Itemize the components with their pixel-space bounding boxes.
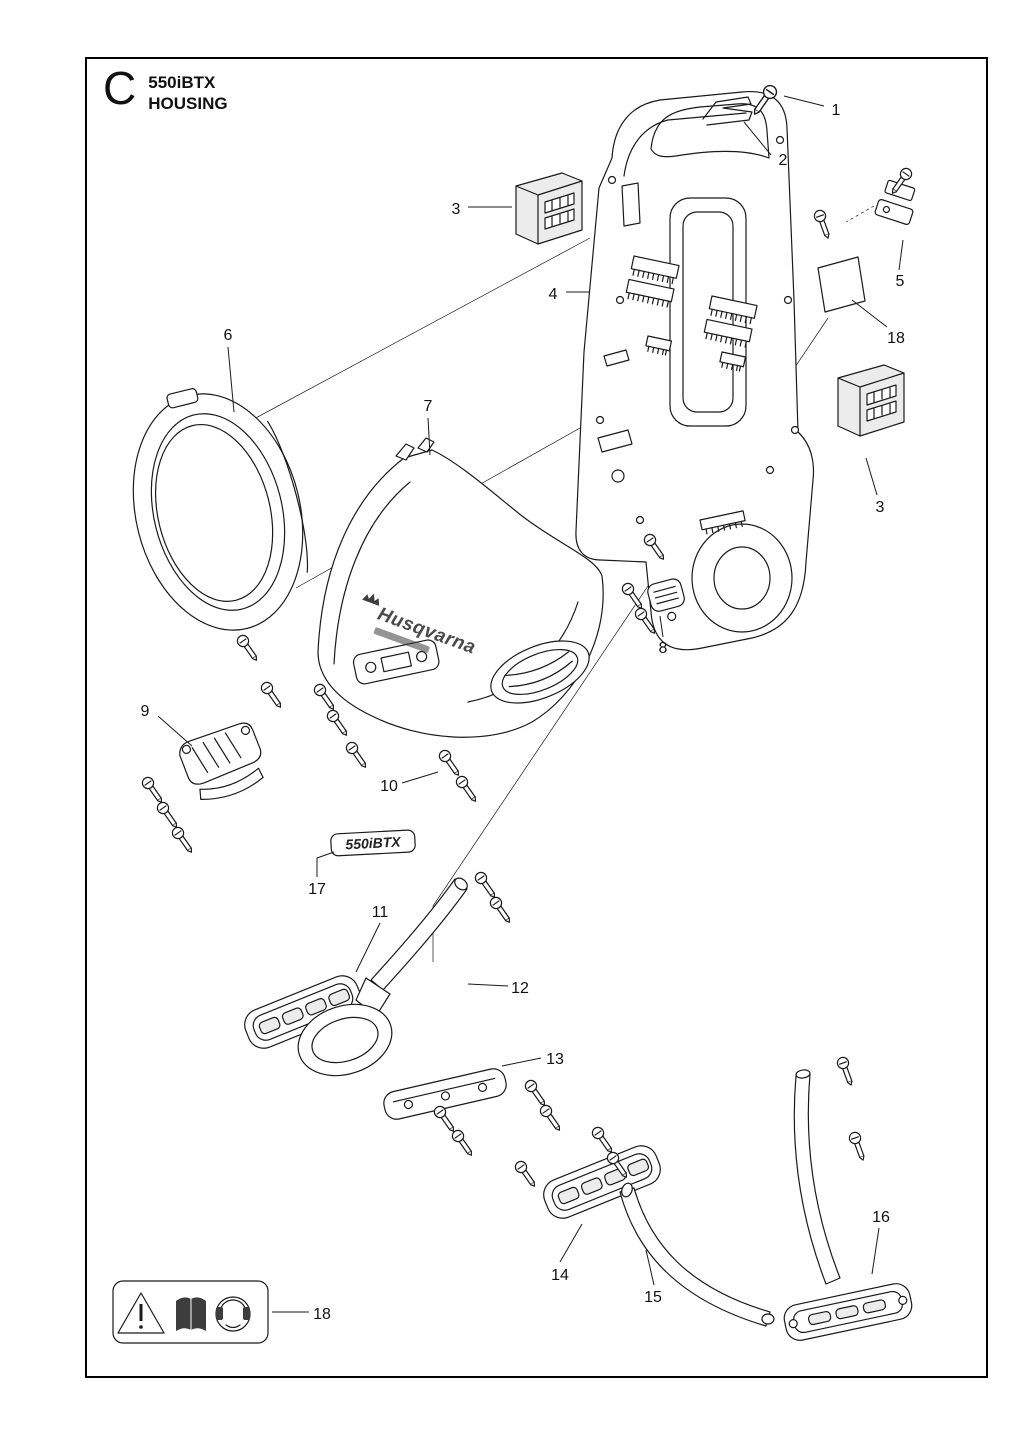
leader-18-top xyxy=(851,299,888,328)
leader-11 xyxy=(355,922,381,973)
screw xyxy=(589,1124,617,1157)
screw xyxy=(537,1102,565,1135)
screw xyxy=(343,739,371,772)
callout-15: 15 xyxy=(644,1289,662,1306)
callout-18-bottom: 18 xyxy=(313,1306,331,1323)
callout-3-right: 3 xyxy=(876,499,885,516)
callout-14: 14 xyxy=(551,1267,569,1284)
model-decal-part-17: 550iBTX xyxy=(330,829,416,857)
battery-part-right xyxy=(837,364,905,437)
callout-12: 12 xyxy=(511,980,529,997)
grommet-part-8 xyxy=(647,578,685,621)
diagram-border: C 550iBTX HOUSING xyxy=(85,57,988,1378)
housing-cover-part: Husqvarna xyxy=(317,437,604,738)
leader-15 xyxy=(645,1249,655,1286)
screw xyxy=(812,208,834,241)
callout-17: 17 xyxy=(308,881,326,898)
screw xyxy=(512,1158,540,1191)
screw xyxy=(847,1130,869,1163)
callout-18-top: 18 xyxy=(887,330,905,347)
frame-tube-part-16 xyxy=(783,1069,913,1341)
callout-numbers: 1 2 3 4 5 18 6 7 3 8 9 10 17 11 12 13 14… xyxy=(141,102,905,1323)
leader-1 xyxy=(783,95,825,107)
screw xyxy=(619,580,647,613)
screw xyxy=(436,747,464,780)
callout-7: 7 xyxy=(424,398,433,415)
bracket-part-13 xyxy=(383,1068,507,1120)
backpack-frame-part xyxy=(575,90,815,651)
handle-tube-part-12 xyxy=(297,877,468,1077)
leader-13 xyxy=(501,1057,542,1067)
page-title: HOUSING xyxy=(148,94,228,114)
callout-9: 9 xyxy=(141,703,150,720)
leader-17 xyxy=(316,851,335,877)
model-decal-text: 550iBTX xyxy=(345,833,403,852)
vent-cover-part-9 xyxy=(179,722,264,800)
screw xyxy=(487,894,515,927)
callout-16: 16 xyxy=(872,1209,890,1226)
leader-16 xyxy=(871,1227,880,1275)
callout-6: 6 xyxy=(224,327,233,344)
battery-part-left xyxy=(515,172,583,245)
title-block: 550iBTX HOUSING xyxy=(148,69,227,115)
leader-9 xyxy=(157,715,193,747)
callout-4: 4 xyxy=(549,286,558,303)
callout-1: 1 xyxy=(832,102,841,119)
foot-pad-part-11 xyxy=(244,975,362,1049)
screw xyxy=(472,869,500,902)
foot-pad-part-14 xyxy=(543,1145,661,1219)
callout-3-left: 3 xyxy=(452,201,461,218)
leader-5 xyxy=(898,239,904,271)
section-letter: C xyxy=(103,62,137,114)
leader-2 xyxy=(743,121,772,156)
air-intake-grille-part xyxy=(132,388,309,631)
screw xyxy=(258,679,286,712)
callout-10: 10 xyxy=(380,778,398,795)
screw xyxy=(449,1127,477,1160)
leader-12 xyxy=(467,983,509,987)
manual-book-icon xyxy=(176,1297,206,1331)
crown-icon xyxy=(362,593,380,606)
ear-protection-icon xyxy=(215,1296,251,1332)
lower-tube-part-15 xyxy=(619,1182,775,1327)
leader-8 xyxy=(659,615,664,638)
leader-10 xyxy=(401,771,439,784)
screw xyxy=(453,773,481,806)
leader-14 xyxy=(559,1223,583,1263)
callout-11: 11 xyxy=(372,904,389,921)
leader-3-right xyxy=(865,457,878,496)
screw xyxy=(154,799,182,832)
screw xyxy=(431,1103,459,1136)
callout-13: 13 xyxy=(546,1051,564,1068)
warning-triangle-icon xyxy=(117,1292,165,1334)
diagram-header: C 550iBTX HOUSING xyxy=(103,62,228,115)
screw xyxy=(169,824,197,857)
callout-5: 5 xyxy=(896,273,905,290)
warning-label-part-18 xyxy=(112,1280,269,1344)
screw xyxy=(139,774,167,807)
leader-lines xyxy=(157,95,904,1313)
leader-7 xyxy=(427,417,431,456)
callout-8: 8 xyxy=(659,640,668,657)
bracket-part-5 xyxy=(874,179,916,225)
decal-part-18-top xyxy=(817,256,866,313)
leader-6 xyxy=(227,346,235,413)
screw xyxy=(324,707,352,740)
model-name: 550iBTX xyxy=(148,73,216,92)
screw xyxy=(234,632,262,665)
screw xyxy=(522,1077,550,1110)
callout-2: 2 xyxy=(779,152,788,169)
screw xyxy=(835,1055,857,1088)
wire-clip-part xyxy=(702,96,753,126)
